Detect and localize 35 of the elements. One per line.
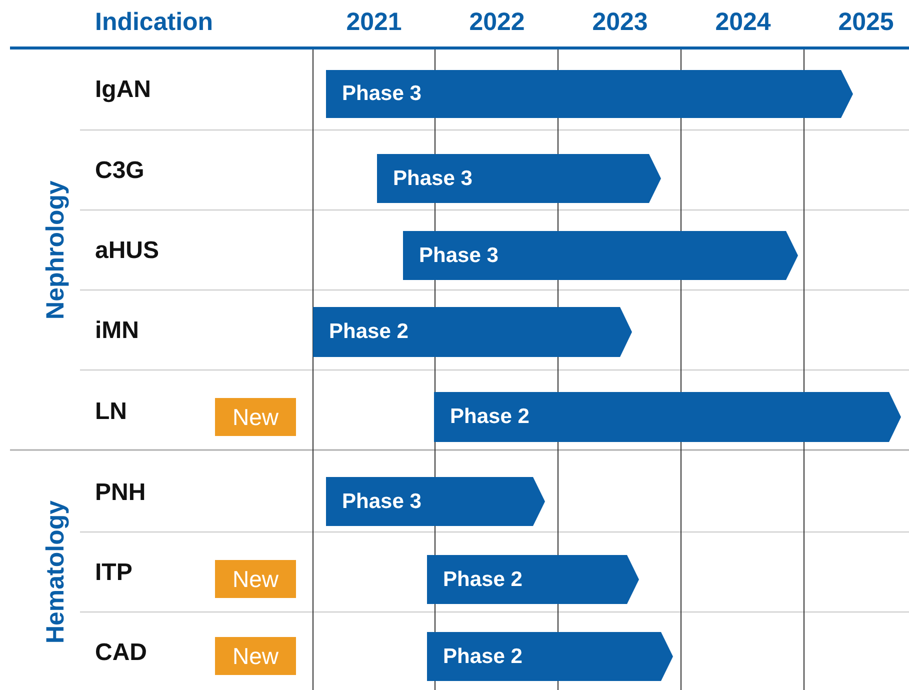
phase-bar [403,231,798,280]
bar-label: Phase 3 [342,490,422,514]
indication-label: CAD [95,639,147,667]
phase-bar [377,154,661,203]
new-badge: New [215,398,296,436]
indication-label: aHUS [95,237,160,265]
bar-label: Phase 2 [443,568,522,592]
indication-label: C3G [95,157,144,185]
indication-label: iMN [95,317,139,345]
phase-bar [313,307,632,357]
bar-label: Phase 2 [329,320,408,344]
bar-label: Phase 3 [393,166,472,190]
year-header: 2022 [469,8,525,37]
bar-label: Phase 3 [419,244,498,268]
phase-bar [427,632,673,681]
year-header: 2021 [346,8,402,37]
phase-bar [326,477,545,526]
year-header: 2025 [838,8,894,37]
year-header: 2024 [715,8,771,37]
phase-bar [434,392,901,442]
indication-label: LN [95,398,127,426]
group-label: Nephrology [42,180,70,320]
column-header: Indication [95,8,214,37]
indication-label: PNH [95,479,146,507]
phase-bar [326,70,853,118]
new-badge: New [215,560,296,598]
group-label: Hematology [42,500,70,644]
phase-bar [427,555,639,604]
bar-label: Phase 2 [443,644,522,668]
indication-label: IgAN [95,76,151,104]
indication-label: ITP [95,559,132,587]
new-badge: New [215,637,296,675]
bar-label: Phase 3 [342,82,422,106]
bar-label: Phase 2 [450,405,530,429]
year-header: 2023 [592,8,648,37]
